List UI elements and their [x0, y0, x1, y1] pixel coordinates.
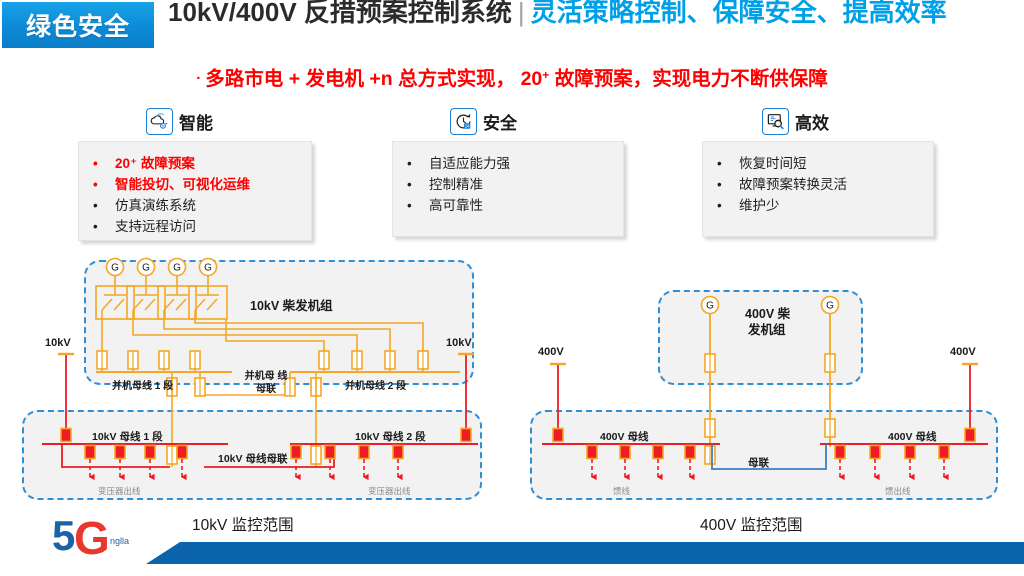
right-monitor-zone [530, 410, 998, 500]
bullet-dot: • [407, 156, 412, 171]
bullet-text: 高可靠性 [429, 198, 483, 213]
left-gen-bus-1-label: 并机母线 1 段 [112, 381, 174, 392]
bullet-dot: • [407, 198, 412, 213]
diagram-lines: G [42, 257, 988, 481]
left-main-tie-label: 10kV 母线母联 [218, 453, 288, 465]
right-feeder-label-1: 馈线 [613, 486, 631, 496]
bullet-text: 智能投切、可视化运维 [115, 177, 250, 192]
left-incoming-left-label: 10kV [45, 337, 71, 349]
monitor-search-icon [762, 108, 789, 135]
right-generator-group-title-l1: 400V 柴 [745, 307, 791, 321]
bullet-dot: • [717, 177, 722, 192]
lead-statement: ·多路市电 + 发电机 +n 总方式实现， 20+ 故障预案，实现电力不断供保障 [0, 62, 1024, 91]
feature-header: 高效 [702, 108, 934, 135]
right-generator-group-title-l2: 发机组 [748, 323, 786, 337]
list-item: • 支持远程访问 [93, 216, 297, 237]
feature-body: • 20⁺ 故障预案 • 智能投切、可视化运维 • 仿真演练系统 • 支持远程访… [78, 141, 312, 241]
feature-title: 高效 [795, 114, 829, 133]
left-incoming-right-label: 10kV [446, 337, 472, 349]
right-incoming-left-label: 400V [538, 346, 564, 358]
svg-text:5: 5 [52, 512, 75, 559]
bullet-dot: • [717, 156, 722, 171]
list-item: • 故障预案转换灵活 [717, 174, 919, 195]
list-item: • 高可靠性 [407, 195, 609, 216]
feature-title: 智能 [179, 114, 213, 133]
bullet-dot: • [93, 156, 98, 171]
footer-bar [146, 542, 1024, 564]
single-line-diagram: G [0, 255, 1024, 545]
bullet-dot: • [407, 177, 412, 192]
right-main-tie-label: 母联 [748, 457, 769, 469]
title-separator: | [517, 0, 525, 27]
right-main-bus-2-label: 400V 母线 [888, 431, 937, 443]
feature-card-efficiency: 高效 • 恢复时间短 • 故障预案转换灵活 • 维护少 [702, 108, 934, 237]
left-generator-group-title: 10kV 柴发机组 [250, 299, 333, 313]
green-safety-badge: 绿色安全 [2, 2, 154, 48]
lead-number: 20 [520, 68, 543, 90]
feature-header: 智能 [78, 108, 312, 135]
bullet-text: 恢复时间短 [739, 156, 807, 171]
feature-header: 24 安全 [392, 108, 624, 135]
bullet-text: 仿真演练系统 [115, 198, 196, 213]
list-item: • 仿真演练系统 [93, 195, 297, 216]
lead-text-a: 多路市电 + 发电机 +n 总方式实现， [205, 68, 521, 90]
right-feeder-label-2: 馈出线 [885, 486, 911, 496]
cloud-smart-icon [146, 108, 173, 135]
logo-subtext: nglla [110, 536, 129, 546]
lead-superscript: + [542, 68, 550, 82]
list-item: • 控制精准 [407, 174, 609, 195]
bullet-text: 控制精准 [429, 177, 483, 192]
feature-body: • 自适应能力强 • 控制精准 • 高可靠性 [392, 141, 624, 237]
bullet-dot: • [93, 219, 98, 234]
feature-bullet-list: • 自适应能力强 • 控制精准 • 高可靠性 [407, 153, 609, 216]
feature-card-safety: 24 安全 • 自适应能力强 • 控制精准 • 高可靠性 [392, 108, 624, 237]
feature-title: 安全 [483, 114, 517, 133]
bullet-text: 维护少 [739, 198, 780, 213]
left-feeder-label-2: 变压器出线 [368, 486, 411, 496]
feature-body: • 恢复时间短 • 故障预案转换灵活 • 维护少 [702, 141, 934, 237]
list-item: • 维护少 [717, 195, 919, 216]
list-item: • 20⁺ 故障预案 [93, 153, 297, 174]
right-scope-caption: 400V 监控范围 [700, 517, 803, 534]
left-main-bus-2-label: 10kV 母线 2 段 [355, 431, 426, 443]
left-gen-bus-2-label: 并机母线 2 段 [345, 381, 407, 392]
badge-label: 绿色安全 [25, 13, 130, 41]
bullet-dot: • [717, 198, 722, 213]
left-monitor-zone [22, 410, 482, 500]
bullet-dot: • [93, 198, 98, 213]
feature-card-intelligent: 智能 • 20⁺ 故障预案 • 智能投切、可视化运维 • 仿真演练系统 • 支持 [78, 108, 312, 241]
lead-text-b: 故障预案，实现电力不断供保障 [549, 68, 828, 90]
bullet-text: 20⁺ 故障预案 [115, 156, 195, 171]
right-incoming-right-label: 400V [950, 346, 976, 358]
page-title: 10kV/400V 反措预案控制系统|灵活策略控制、保障安全、提高效率 [168, 0, 1024, 29]
bullet-dot: • [93, 177, 98, 192]
list-item: • 智能投切、可视化运维 [93, 174, 297, 195]
left-scope-caption: 10kV 监控范围 [192, 517, 294, 534]
bullet-text: 支持远程访问 [115, 219, 196, 234]
svg-text:24: 24 [465, 124, 470, 129]
list-item: • 恢复时间短 [717, 153, 919, 174]
5g-logo: 5 G nglla [52, 512, 129, 564]
right-main-bus-1-label: 400V 母线 [600, 431, 649, 443]
svg-text:G: G [74, 512, 110, 564]
feature-bullet-list: • 20⁺ 故障预案 • 智能投切、可视化运维 • 仿真演练系统 • 支持远程访… [93, 153, 297, 237]
title-main: 10kV/400V 反措预案控制系统 [168, 0, 512, 27]
clock-24h-icon: 24 [450, 108, 477, 135]
feature-bullet-list: • 恢复时间短 • 故障预案转换灵活 • 维护少 [717, 153, 919, 216]
list-item: • 自适应能力强 [407, 153, 609, 174]
bullet-text: 故障预案转换灵活 [739, 177, 847, 192]
left-main-bus-1-label: 10kV 母线 1 段 [92, 431, 163, 443]
left-feeder-label-1: 变压器出线 [98, 486, 141, 496]
left-gen-bus-tie-label: 并机母 线母联 [244, 371, 288, 395]
bullet-text: 自适应能力强 [429, 156, 510, 171]
lead-bullet-dot: · [196, 70, 202, 87]
title-subtitle: 灵活策略控制、保障安全、提高效率 [530, 0, 947, 27]
